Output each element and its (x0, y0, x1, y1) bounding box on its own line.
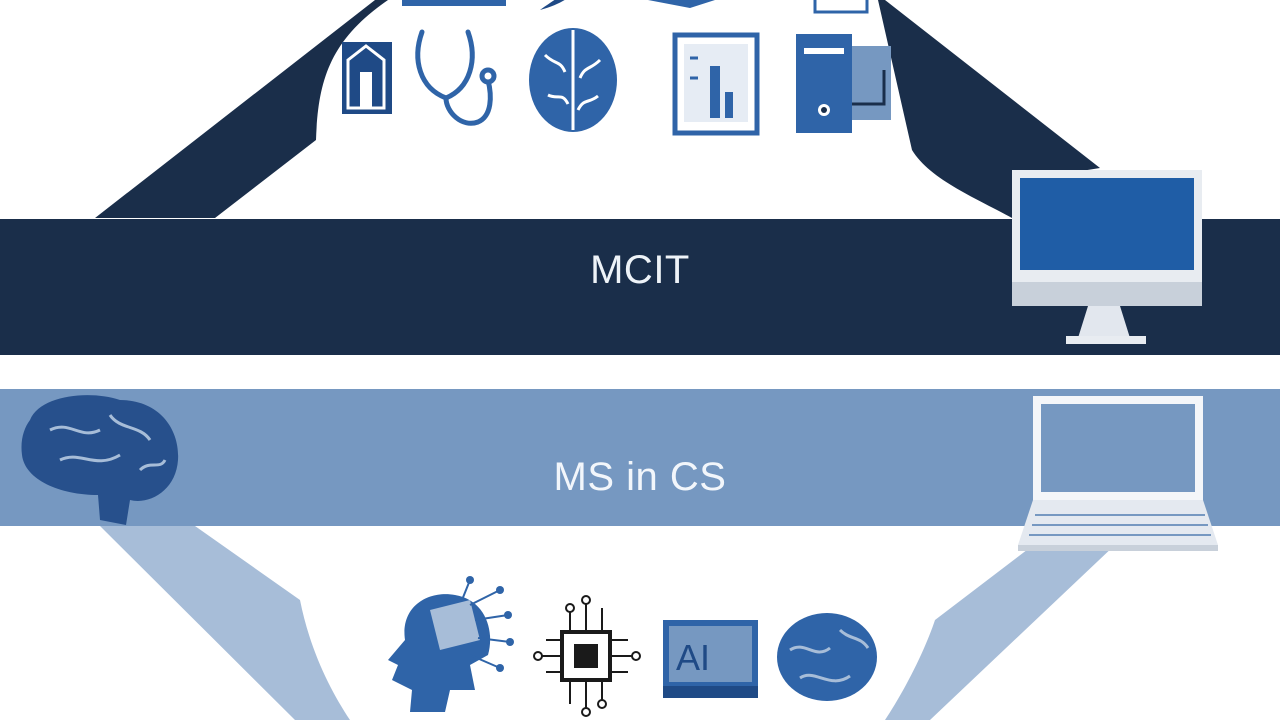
bottom-trapezoid (100, 526, 1135, 720)
desktop-monitor-icon (1012, 170, 1202, 344)
ai-screen-icon: AI (663, 620, 758, 698)
ai-head-icon (388, 576, 514, 712)
stethoscope-icon (415, 29, 497, 126)
house-document-icon (342, 42, 392, 114)
top-partial-icons (402, 0, 869, 14)
ms-cs-label: MS in CS (553, 455, 727, 499)
top-trapezoid (95, 0, 1100, 218)
ai-screen-text: AI (676, 637, 710, 678)
mcit-label: MCIT (590, 248, 690, 292)
brain-icon (529, 28, 617, 132)
desktop-tower-icon (796, 34, 891, 133)
chip-icon (533, 595, 641, 717)
laptop-icon (1018, 396, 1218, 551)
brain-icon (777, 613, 877, 701)
brain-icon (21, 395, 179, 525)
bar-chart-icon (672, 32, 760, 136)
